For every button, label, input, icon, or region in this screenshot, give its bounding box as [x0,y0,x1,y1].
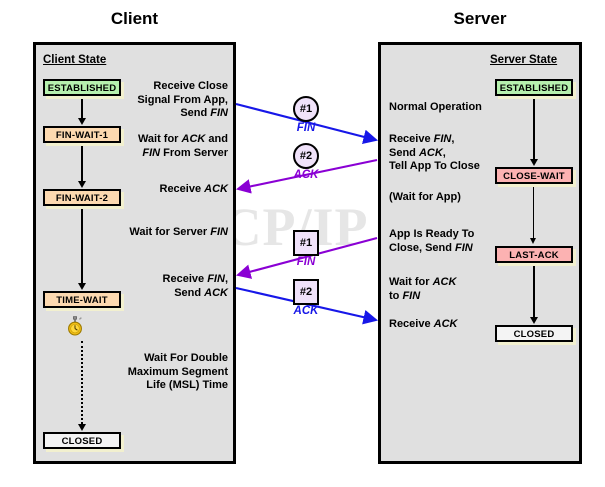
client-note-receive-close-signal: Receive Close Signal From App, Send FIN [137,80,228,119]
client-state-established: ESTABLISHED [43,79,121,96]
client-state-fin-wait-1: FIN-WAIT-1 [43,126,121,143]
client-panel [33,42,236,464]
client-note-wait-double-msl: Wait For Double Maximum Segment Life (MS… [127,352,228,391]
client-state-time-wait: TIME-WAIT [43,291,121,308]
stopwatch-icon [68,316,82,336]
server-state-heading: Server State [490,54,558,66]
message-label-ack-bottom: ACK [293,305,319,317]
client-state-heading: Client State [43,54,107,66]
message-badge-1-fin-top: #1 [293,96,319,122]
server-state-close-wait: CLOSE-WAIT [495,167,573,184]
server-note-receive-fin-send-ack: Receive FIN, Send ACK, Tell App To Close [389,133,480,172]
message-arrow-fin-server-to-client [235,236,378,279]
client-note-receive-fin-send-ack: Receive FIN, Send ACK [162,273,228,299]
server-state-established: ESTABLISHED [495,79,573,96]
server-note-normal-operation: Normal Operation [389,101,482,113]
server-note-wait-for-ack-to-fin: Wait for ACK to FIN [389,276,457,302]
server-column-title: Server [453,9,507,28]
message-label-fin-top: FIN [296,122,316,134]
server-state-closed: CLOSED [495,325,573,342]
server-note-app-ready-send-fin: App Is Ready To Close, Send FIN [389,228,475,254]
message-badge-1-fin-bottom: #1 [293,230,319,256]
client-note-receive-ack: Receive ACK [159,183,229,195]
server-state-last-ack: LAST-ACK [495,246,573,263]
server-note-wait-for-app: (Wait for App) [389,191,461,203]
message-arrow-ack-server-to-client [235,158,378,194]
client-note-wait-for-ack-and-fin: Wait for ACK and FIN From Server [137,133,228,159]
message-badge-2-ack-top: #2 [293,143,319,169]
message-badge-2-ack-bottom: #2 [293,279,319,305]
message-label-ack-top: ACK [293,169,319,181]
message-label-fin-bottom: FIN [296,256,316,268]
client-state-fin-wait-2: FIN-WAIT-2 [43,189,121,206]
server-note-receive-ack: Receive ACK [389,318,458,330]
client-note-wait-for-server-fin: Wait for Server FIN [129,226,228,238]
message-arrow-fin-client-to-server [235,102,379,144]
client-state-closed: CLOSED [43,432,121,449]
client-column-title: Client [110,9,159,28]
